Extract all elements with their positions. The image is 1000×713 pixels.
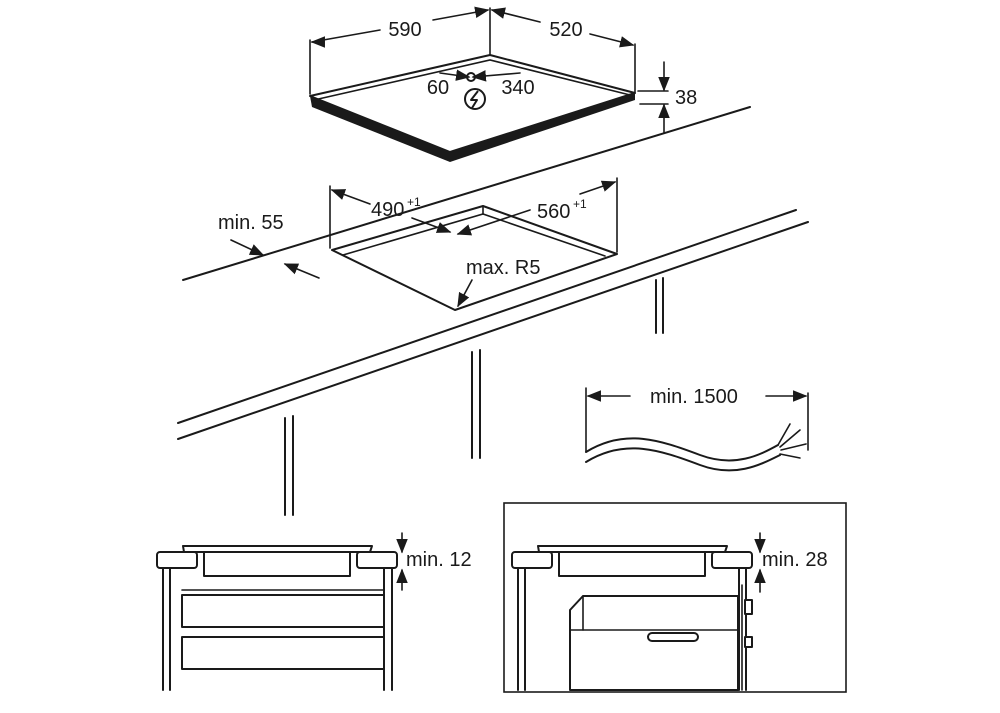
connection-right-label: 340 [501, 77, 534, 99]
cutout-width-label: 490 [371, 199, 404, 221]
electrical-connection-icon [464, 88, 486, 110]
corner-radius-label: max. R5 [466, 257, 540, 279]
edge-distance-label: min. 55 [218, 212, 284, 234]
oven-handle [647, 632, 699, 642]
hob-height-label: 38 [675, 87, 697, 109]
oven-gap-label: min. 28 [762, 549, 828, 571]
oven-section-illustration [503, 502, 847, 693]
drawer-section-illustration [156, 545, 398, 691]
hob-width-label: 590 [388, 19, 421, 41]
countertop-illustration [177, 106, 809, 516]
cutout-width-tolerance: +1 [407, 195, 421, 209]
hob-depth-label: 520 [549, 19, 582, 41]
cable-length-label: min. 1500 [650, 386, 738, 408]
connection-left-label: 60 [427, 77, 449, 99]
drawer-gap-label: min. 12 [406, 549, 472, 571]
cutout-depth-label: 560 [537, 201, 570, 223]
hob-illustration [309, 54, 636, 162]
cable-illustration [585, 387, 809, 472]
hob-dimensions [309, 6, 670, 134]
cutout-dimensions [230, 177, 618, 308]
cutout-depth-tolerance: +1 [573, 197, 587, 211]
